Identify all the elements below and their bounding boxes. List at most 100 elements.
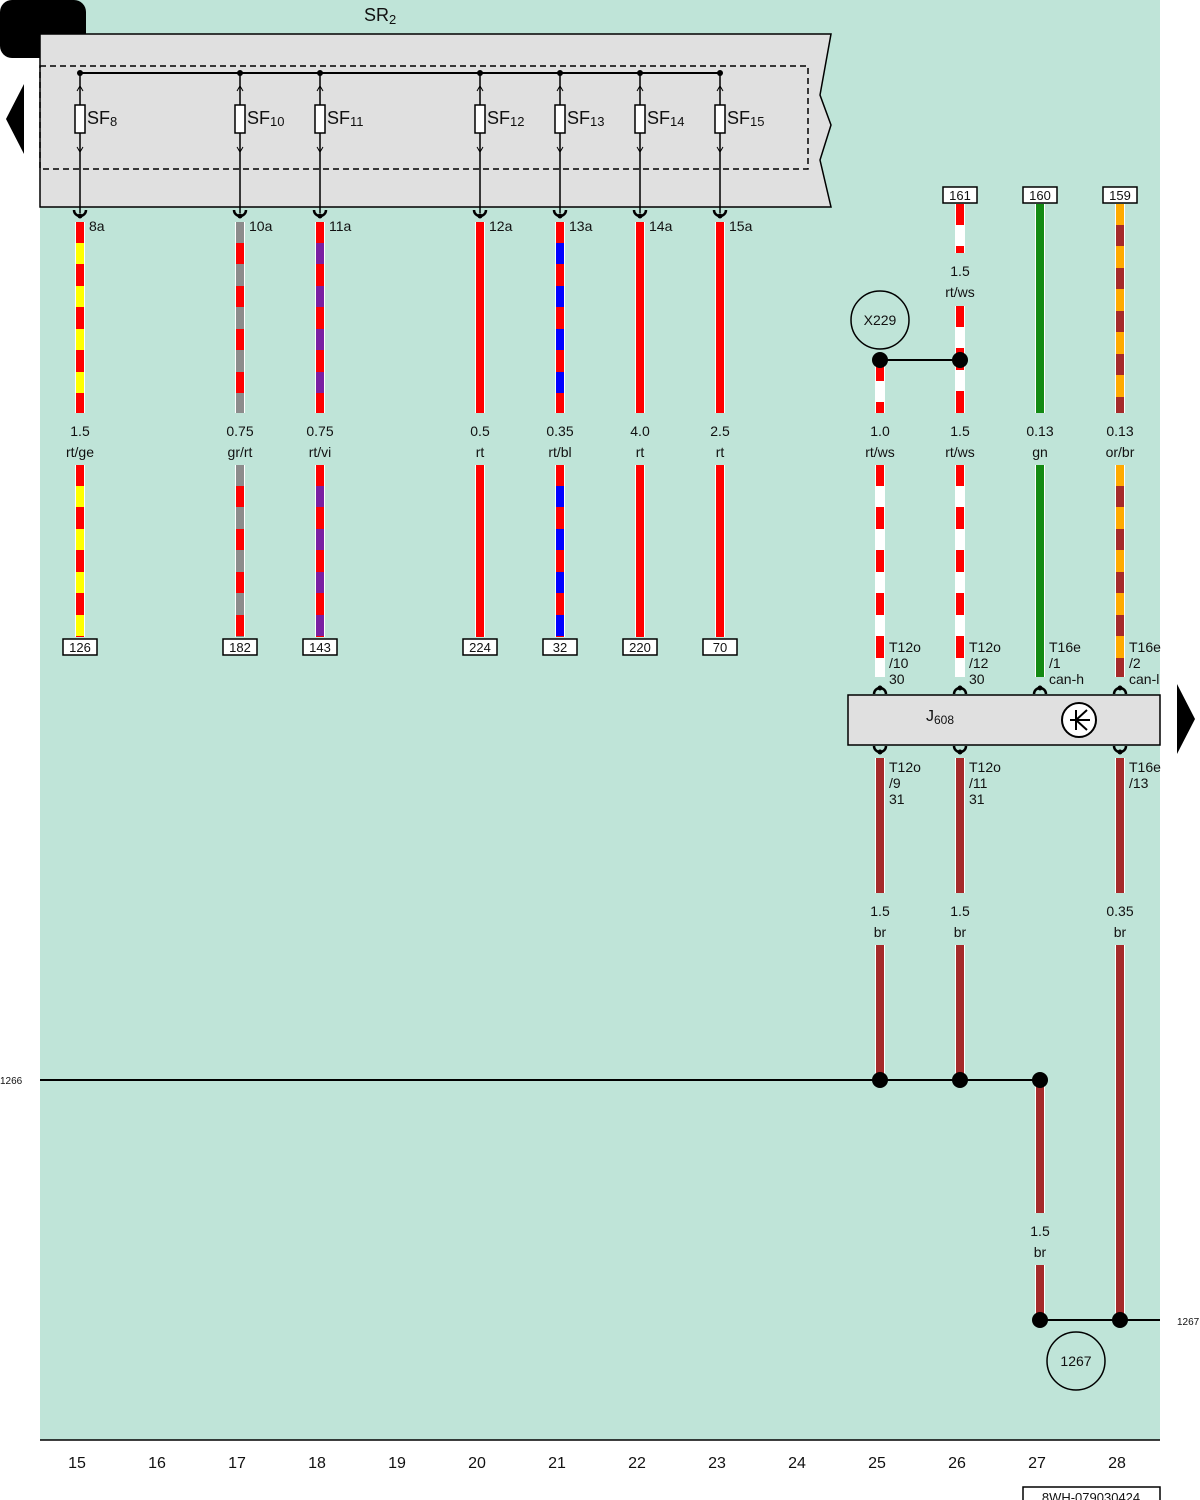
wire-color-code: br — [1034, 1244, 1047, 1260]
fuse-body-icon — [74, 104, 86, 134]
fuse-wire-upper — [555, 222, 565, 413]
fuse-wire-upper-stripe — [236, 243, 244, 264]
fuse-terminal-label: 14a — [649, 218, 673, 234]
fuse-number: 11 — [350, 114, 364, 129]
fuse-wire-upper-base — [76, 222, 84, 413]
j608-terminal-pin — [957, 685, 963, 691]
pin-label: can-h — [1049, 671, 1084, 687]
wire-upper-stripe — [1116, 268, 1124, 289]
wire-ref: 32 — [553, 640, 567, 655]
fuse-wire-lower-base — [716, 465, 724, 637]
fuse-wire-lower — [75, 465, 85, 637]
fuse-number: 8 — [110, 114, 117, 129]
right-continuation-arrow-icon[interactable] — [1177, 684, 1195, 754]
wire-ref-box — [942, 186, 978, 204]
fuse-wire-upper-stripe — [76, 329, 84, 350]
fuse-name: SF — [327, 108, 350, 128]
j608-label: J608 — [926, 708, 954, 727]
wire-color-code: br — [874, 924, 887, 940]
pin-label: T12o — [889, 639, 921, 655]
pin-label: /1 — [1049, 655, 1061, 671]
wire-color-code: rt/ws — [865, 444, 895, 460]
pin-label: 31 — [969, 791, 985, 807]
pin-label: 30 — [969, 671, 985, 687]
ground-wire-lower-base — [956, 945, 964, 1080]
fuse-wire-upper-base — [236, 222, 244, 413]
wire-color-code: gr/rt — [228, 444, 253, 460]
fuse-wire-upper-stripe — [316, 372, 324, 393]
wire-size: 1.5 — [870, 903, 890, 919]
ground-link-lower — [1035, 1265, 1045, 1320]
pin-label: /10 — [889, 655, 909, 671]
wire-lower-base — [1036, 465, 1044, 677]
wire-upper-stripe — [956, 327, 964, 348]
fuse-wire-lower — [235, 465, 245, 637]
ground-wire-lower — [1115, 945, 1125, 1320]
fuse-wire-lower-stripe — [556, 615, 564, 636]
wire-color-code: rt/ws — [945, 284, 975, 300]
fuse-contact-marks — [76, 85, 84, 153]
pin-label: 30 — [889, 671, 905, 687]
wire-ref: 182 — [229, 640, 251, 655]
antenna-symbol-icon — [1061, 702, 1097, 738]
ground-wire-upper — [1115, 758, 1125, 893]
wire-lower — [1035, 465, 1045, 677]
wire-ref-box — [462, 638, 498, 656]
fuse-label: SF13 — [567, 108, 604, 129]
j608-control-unit[interactable] — [847, 694, 1161, 746]
fuse-wire-upper-stripe — [316, 286, 324, 307]
wire-ref: 159 — [1109, 188, 1131, 203]
wire-color-code: gn — [1032, 444, 1048, 460]
ground-link-lower-base — [1036, 1265, 1044, 1320]
fuse-wire-upper — [715, 222, 725, 413]
wire-ref-box — [1102, 186, 1138, 204]
fuse-name: SF — [87, 108, 110, 128]
j608-terminal-pin — [957, 749, 963, 755]
x229-wire-lower-stripe — [876, 529, 884, 550]
column-number: 17 — [228, 1455, 246, 1472]
fuse-terminal-pin — [717, 213, 723, 219]
wire-color-code: rt/vi — [309, 444, 332, 460]
fuse-number: 12 — [510, 114, 524, 129]
x229-junction-dot — [952, 352, 968, 368]
fuse-contact-marks — [236, 85, 244, 153]
wire-lower — [955, 465, 965, 677]
ground-link-upper — [1035, 1080, 1045, 1213]
wire-size: 4.0 — [630, 423, 650, 439]
pin-label: T12o — [969, 759, 1001, 775]
wire-ref: 161 — [949, 188, 971, 203]
fuse-wire-upper — [235, 222, 245, 413]
ground-wire-lower — [955, 945, 965, 1080]
left-continuation-arrow-icon[interactable] — [6, 84, 24, 154]
fuse-contact-marks — [636, 85, 644, 153]
fuse-wire-upper-base — [316, 222, 324, 413]
fuse-wire-upper — [315, 222, 325, 413]
wire-ref: 126 — [69, 640, 91, 655]
pin-label: T12o — [889, 759, 921, 775]
wire-lower-stripe — [956, 486, 964, 507]
fuse-terminal-pin — [237, 213, 243, 219]
wire-upper — [1035, 204, 1045, 413]
ground-ref-left: 1266 — [0, 1076, 23, 1087]
fuse-wire-lower-stripe — [236, 529, 244, 550]
ground-wire-upper — [875, 758, 885, 893]
wire-upper-stripe — [1116, 225, 1124, 246]
wire-top-segment — [955, 204, 965, 253]
wire-ref-box — [222, 638, 258, 656]
wire-size: 1.5 — [1030, 1223, 1050, 1239]
fuse-wire-upper-stripe — [76, 286, 84, 307]
fuse-wire-upper-stripe — [556, 329, 564, 350]
wire-color-code: rt/bl — [548, 444, 571, 460]
wire-lower-stripe — [956, 529, 964, 550]
relay-panel-label: SR2 — [364, 5, 396, 27]
x229-junction-dot — [872, 352, 888, 368]
wire-size: 0.13 — [1106, 423, 1133, 439]
fuse-terminal-pin — [317, 213, 323, 219]
fuse-terminal-label: 12a — [489, 218, 513, 234]
x229-wire-lower-stripe — [876, 615, 884, 636]
fuse-wire-lower-base — [76, 465, 84, 637]
wire-upper — [1115, 204, 1125, 413]
fuse-wire-upper-stripe — [316, 243, 324, 264]
